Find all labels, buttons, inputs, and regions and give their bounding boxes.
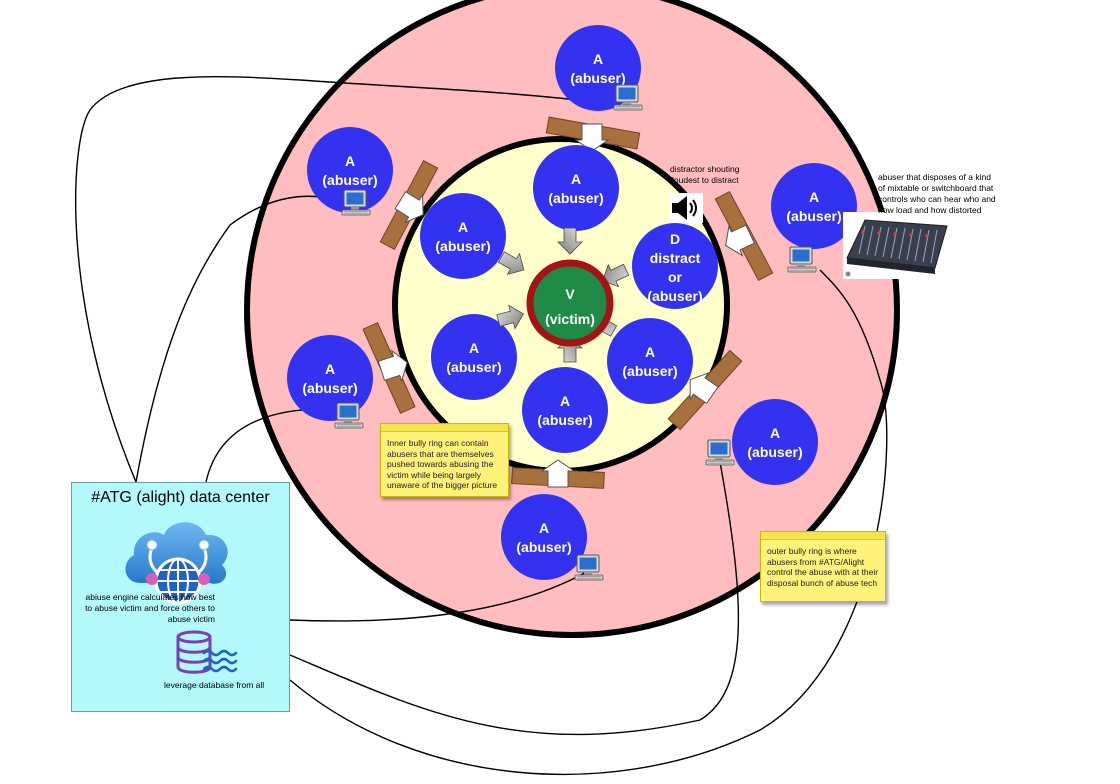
- abuser-node-label: (abuser): [446, 359, 501, 375]
- push-arrows: [377, 123, 756, 488]
- push-arrow: [394, 191, 424, 224]
- abuse-engine-label: abiuse engine calculates how best to abu…: [85, 592, 215, 624]
- outer-ring-sticky-note: outer bully ring is where abusers from #…: [760, 531, 886, 602]
- mixer-icon: [843, 212, 951, 279]
- computer-icon: [705, 439, 735, 466]
- datacenter-title: #ATG (alight) data center: [91, 489, 270, 506]
- distractor-node-line2: distract: [650, 250, 701, 266]
- abuser-node: A (abuser): [420, 193, 506, 279]
- abuser-node: A (abuser): [307, 127, 393, 213]
- distractor-node-line3: or: [668, 269, 683, 285]
- abuser-node-label: (abuser): [322, 172, 377, 188]
- abuser-node-label: (abuser): [537, 412, 592, 428]
- computer-icon: [341, 189, 371, 216]
- database-icon: [176, 630, 238, 674]
- abuser-node-label: (abuser): [786, 208, 841, 224]
- abuser-node-letter: A: [770, 425, 780, 441]
- abuser-node-letter: A: [458, 219, 468, 235]
- inner-ring-sticky-note: Inner bully ring can contain abusers tha…: [380, 423, 509, 497]
- abuser-node-letter: A: [560, 393, 570, 409]
- distractor-caption: distractor shouting: [670, 164, 740, 174]
- connector-lines: [74, 75, 888, 775]
- push-arrow: [377, 349, 408, 383]
- abuse-arrow: [557, 227, 583, 255]
- abuser-node-letter: A: [539, 520, 549, 536]
- mixer-caption: controls who can hear who and: [878, 194, 996, 204]
- distractor-caption: loudest to distract: [672, 175, 739, 185]
- sticky-note-header: [761, 532, 885, 540]
- mixer-caption: how load and how distorted: [878, 205, 982, 215]
- datacenter-box: #ATG (alight) data center abiuse engine …: [71, 482, 290, 712]
- victim-node-label: (victim): [545, 311, 595, 327]
- computer-icon: [613, 84, 643, 111]
- cloud-globe-icon: [125, 522, 228, 605]
- victim-node-letter: V: [565, 286, 575, 302]
- distractor-node: D distract or (abuser): [632, 223, 718, 309]
- computer-icon: [334, 402, 364, 429]
- abuser-node-label: (abuser): [747, 444, 802, 460]
- abuser-node-letter: A: [469, 340, 479, 356]
- push-arrow: [725, 224, 756, 257]
- speaker-icon: [669, 193, 703, 223]
- abuse-arrow: [496, 304, 525, 330]
- abuser-node-letter: A: [645, 344, 655, 360]
- abuser-node-label: (abuser): [570, 70, 625, 86]
- abuser-node-label: (abuser): [516, 539, 571, 555]
- database-label: leverage database from all: [164, 680, 265, 690]
- abuser-node: A (abuser): [533, 145, 619, 231]
- abuser-node: A (abuser): [771, 163, 857, 249]
- distractor-node-letter: D: [670, 231, 680, 247]
- abuse-arrow: [497, 251, 525, 276]
- abuser-node: A (abuser): [732, 399, 818, 485]
- abuser-node-letter: A: [571, 171, 581, 187]
- abuser-node-letter: A: [593, 51, 603, 67]
- abuser-node-label: (abuser): [548, 190, 603, 206]
- abuser-node: A (abuser): [287, 335, 373, 421]
- abuse-arrow: [601, 263, 630, 288]
- victim-node: V (victim): [526, 259, 614, 347]
- abuser-node-label: (abuser): [302, 380, 357, 396]
- abuser-node: A (abuser): [607, 318, 693, 404]
- distractor-node-line4: (abuser): [647, 288, 702, 304]
- abuser-node-label: (abuser): [435, 238, 490, 254]
- abuser-node-letter: A: [345, 153, 355, 169]
- sticky-note-header: [381, 424, 508, 432]
- abuser-node-letter: A: [325, 361, 335, 377]
- abuser-node-label: (abuser): [622, 363, 677, 379]
- mixer-caption: of mixtable or switchboard that: [878, 183, 994, 193]
- computer-icon: [787, 246, 817, 273]
- push-arrow: [540, 459, 576, 488]
- push-arrow: [689, 371, 719, 405]
- abuser-node: A (abuser): [501, 494, 587, 580]
- abuser-node: A (abuser): [431, 314, 517, 400]
- mixer-caption: abuser that disposes of a kind: [878, 172, 991, 182]
- push-arrow: [574, 123, 610, 152]
- outer-ring-note-text: outer bully ring is where abusers from #…: [767, 546, 879, 588]
- abuser-node: A (abuser): [522, 367, 608, 453]
- computer-icon: [574, 554, 604, 581]
- abuser-node-letter: A: [809, 189, 819, 205]
- inner-ring-note-text: Inner bully ring can contain abusers tha…: [387, 438, 498, 490]
